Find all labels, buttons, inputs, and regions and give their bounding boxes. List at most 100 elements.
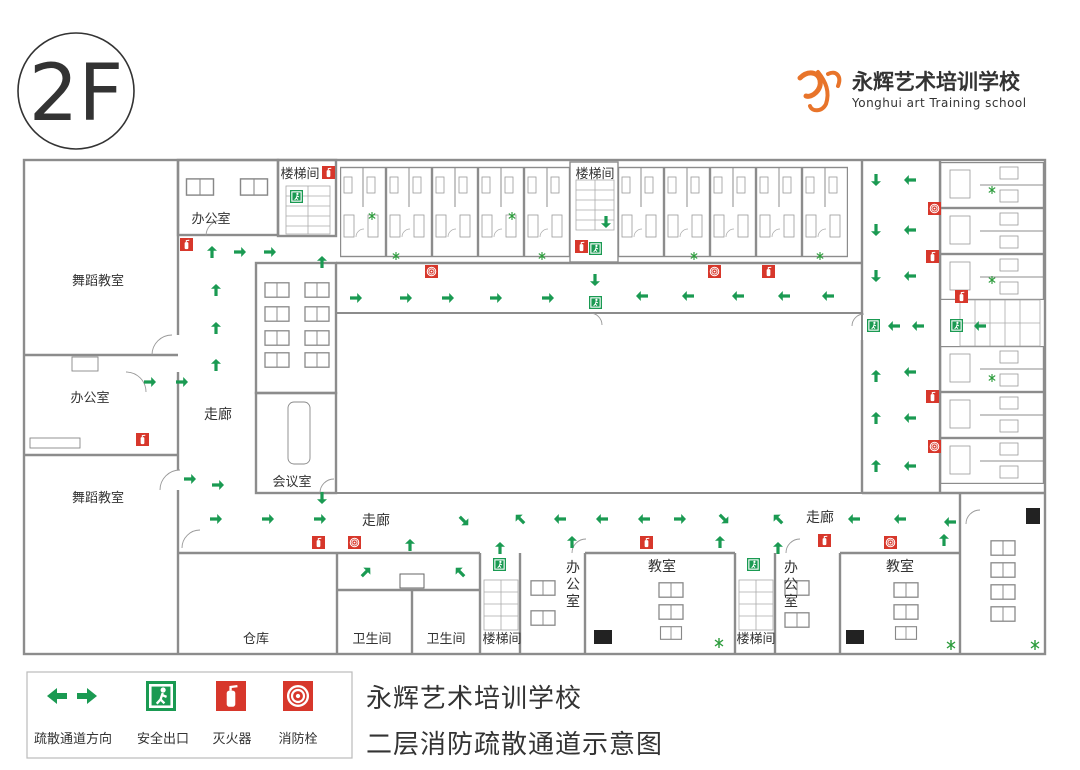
- evac-arrow-icon: [894, 514, 906, 524]
- room-stairs-top-2: 楼梯间: [575, 167, 614, 182]
- evac-arrow-icon: [212, 480, 224, 490]
- evac-arrow-icon: [400, 293, 412, 303]
- stairs-marks: [285, 179, 1041, 631]
- fire-extinguisher-icon: [955, 290, 968, 303]
- evac-arrow-icon: [590, 274, 600, 286]
- evac-arrow-icon: [358, 564, 374, 580]
- evac-arrow-icon: [456, 513, 472, 529]
- evac-arrow-icon: [904, 225, 916, 235]
- exit-sign-icon: [589, 296, 602, 309]
- fire-hydrant-icon: [348, 536, 361, 549]
- fire-hydrant-icon: [928, 440, 941, 453]
- room-corridor-bottom-1: 走廊: [362, 512, 390, 529]
- evac-arrow-icon: [601, 216, 611, 228]
- room-stairs-bottom-1: 楼梯间: [482, 632, 521, 647]
- walls: [22, 158, 1047, 656]
- exit-sign-icon: [867, 319, 880, 332]
- fire-extinguisher-icon: [322, 166, 335, 179]
- room-stairs-bottom-2: 楼梯间: [736, 632, 775, 647]
- evac-arrow-icon: [716, 511, 732, 527]
- room-office-b1: 办公室: [566, 560, 580, 610]
- evac-arrow-icon: [904, 461, 916, 471]
- evac-arrow-icon: [638, 514, 650, 524]
- legend-extinguisher: 灭火器: [212, 732, 251, 747]
- evac-arrow-icon: [904, 413, 916, 423]
- evac-arrow-icon: [888, 321, 900, 331]
- room-dance-1: 舞蹈教室: [72, 273, 124, 289]
- floor-label: 2F: [29, 49, 124, 139]
- evac-arrow-icon: [674, 514, 686, 524]
- room-warehouse: 仓库: [243, 631, 269, 647]
- evac-arrow-icon: [871, 270, 881, 282]
- exit-sign-icon: [146, 681, 176, 711]
- evac-arrow-icon: [682, 291, 694, 301]
- evac-arrow-icon: [732, 291, 744, 301]
- evac-arrow-icon: [211, 284, 221, 296]
- evac-arrow-icon: [554, 514, 566, 524]
- evac-arrow-icon: [452, 564, 468, 580]
- fire-hydrant-icon: [708, 265, 721, 278]
- evac-arrow-icon: [871, 412, 881, 424]
- vertical-room-labels: 办公室 办公室: [566, 560, 798, 610]
- room-corridor-bottom-2: 走廊: [806, 509, 834, 526]
- fire-extinguisher-icon: [575, 240, 588, 253]
- fire-extinguisher-icon: [312, 536, 325, 549]
- room-restroom-1: 卫生间: [352, 632, 391, 647]
- legend-safety-exit: 安全出口: [137, 731, 189, 747]
- evac-arrow-icon: [871, 174, 881, 186]
- doors: [125, 219, 981, 554]
- evac-arrow-icon: [210, 514, 222, 524]
- fire-hydrant-icon: [425, 265, 438, 278]
- evac-arrow-icon: [512, 511, 528, 527]
- room-meeting: 会议室: [272, 474, 311, 490]
- evac-arrow-icon: [871, 460, 881, 472]
- evac-arrow-icon: [144, 377, 156, 387]
- evac-arrow-icon: [314, 514, 326, 524]
- fire-extinguisher-icon: [926, 390, 939, 403]
- exit-sign-icon: [493, 558, 506, 571]
- legend: 疏散通道方向 安全出口 灭火器 消防栓: [26, 671, 353, 759]
- logo-name-cn: 永辉艺术培训学校: [851, 70, 1021, 94]
- room-labels: 舞蹈教室 舞蹈教室 办公室 办公室 楼梯间 楼梯间 走廊 走廊 走廊 会议室 仓…: [70, 167, 914, 647]
- room-classroom-1: 教室: [648, 558, 676, 575]
- fire-extinguisher-icon: [136, 433, 149, 446]
- legend-hydrant: 消防栓: [278, 731, 317, 747]
- caption-plan-title: 二层消防疏散通道示意图: [366, 730, 664, 760]
- fire-extinguisher-icon: [216, 681, 246, 711]
- evac-arrow-icon: [939, 534, 949, 546]
- logo-mark-icon: [797, 70, 842, 113]
- fire-hydrant-icon: [928, 202, 941, 215]
- fire-hydrant-icon: [884, 536, 897, 549]
- room-office-top: 办公室: [191, 211, 230, 227]
- evac-arrow-icon: [596, 514, 608, 524]
- room-office-b2: 办公室: [784, 560, 798, 610]
- evac-arrow-icon: [904, 367, 916, 377]
- evac-arrow-icon: [944, 517, 956, 527]
- evac-arrow-icon: [442, 293, 454, 303]
- evac-arrow-icon: [184, 474, 196, 484]
- evac-arrow-icon: [770, 511, 786, 527]
- evac-arrow-icon: [211, 359, 221, 371]
- fire-extinguisher-icon: [926, 250, 939, 263]
- exit-sign-icon: [589, 242, 602, 255]
- room-classroom-2: 教室: [886, 558, 914, 575]
- evac-arrow-icon: [773, 542, 783, 554]
- logo-name-en: Yonghui art Training school: [851, 96, 1027, 110]
- evac-arrow-icon: [636, 291, 648, 301]
- evac-arrow-icon: [542, 293, 554, 303]
- evac-arrow-icon: [567, 536, 577, 548]
- room-stairs-top-1: 楼梯间: [280, 167, 319, 182]
- evac-arrow-icon: [778, 291, 790, 301]
- furniture: [29, 178, 1040, 650]
- evac-arrow-icon: [871, 224, 881, 236]
- legend-evac-direction: 疏散通道方向: [34, 731, 112, 747]
- room-corridor-left: 走廊: [204, 406, 232, 423]
- evac-arrow-icon: [904, 175, 916, 185]
- room-office-left: 办公室: [70, 390, 109, 406]
- caption-school-name: 永辉艺术培训学校: [366, 684, 583, 714]
- evac-arrow-icon: [912, 321, 924, 331]
- exit-sign-icon: [950, 319, 963, 332]
- fire-hydrant-icon: [283, 681, 313, 711]
- floor-badge: 2F: [17, 32, 135, 150]
- school-logo: 永辉艺术培训学校 Yonghui art Training school: [797, 70, 1027, 113]
